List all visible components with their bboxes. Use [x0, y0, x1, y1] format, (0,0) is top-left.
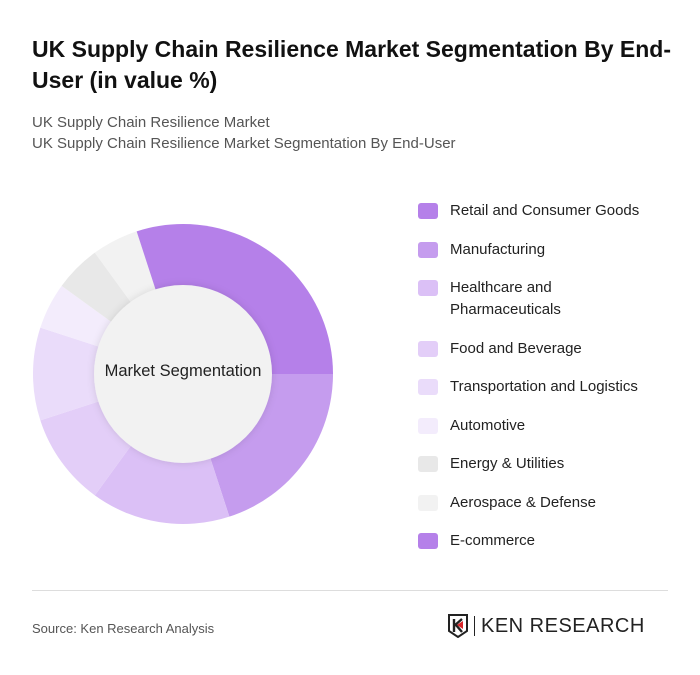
legend-label: Retail and Consumer Goods — [450, 202, 640, 219]
legend-label: Transportation and Logistics — [450, 378, 638, 395]
divider — [32, 590, 668, 591]
subtitle-market: UK Supply Chain Resilience Market — [32, 114, 270, 131]
source-note: Source: Ken Research Analysis — [32, 621, 215, 636]
ken-research-logo: KEN RESEARCH — [447, 614, 645, 638]
legend-swatch — [418, 456, 438, 472]
legend-swatch — [418, 379, 438, 395]
center-label: Market Segmentation — [104, 362, 262, 380]
legend-item: Transportation and Logistics — [418, 376, 688, 398]
legend-label: Energy & Utilities — [450, 455, 565, 472]
legend-item: Healthcare and Pharmaceuticals — [418, 277, 688, 321]
legend-item: Manufacturing — [418, 239, 688, 261]
legend-swatch — [418, 241, 438, 258]
legend-label: E-commerce — [450, 532, 536, 549]
legend-label: Food and Beverage — [450, 339, 582, 357]
ken-logo-icon — [448, 614, 468, 638]
legend-item: Retail and Consumer Goods — [418, 200, 688, 222]
legend-item: Aerospace & Defense — [418, 492, 688, 514]
donut-center — [94, 285, 272, 463]
chart-title: UK Supply Chain Resilience Market Segmen… — [32, 36, 672, 93]
legend-swatch — [418, 417, 438, 434]
legend-swatch — [418, 494, 438, 511]
legend-label: Aerospace & Defense — [450, 493, 596, 511]
legend-item: Automotive — [418, 415, 688, 437]
logo-text: KEN RESEARCH — [481, 614, 645, 637]
legend-item: E-commerce — [418, 530, 688, 552]
legend-label: Healthcare and Pharmaceuticals — [450, 279, 561, 318]
legend-swatch — [418, 203, 438, 219]
subtitle-segmentation: UK Supply Chain Resilience Market Segmen… — [32, 135, 456, 152]
legend-label: Manufacturing — [450, 240, 546, 258]
legend-swatch — [418, 280, 438, 296]
legend-swatch — [418, 533, 438, 549]
legend-item: Food and Beverage — [418, 338, 688, 360]
legend-label: Automotive — [450, 416, 526, 434]
legend-swatch — [418, 340, 438, 357]
donut-chart — [33, 224, 333, 524]
legend-item: Energy & Utilities — [418, 453, 688, 475]
